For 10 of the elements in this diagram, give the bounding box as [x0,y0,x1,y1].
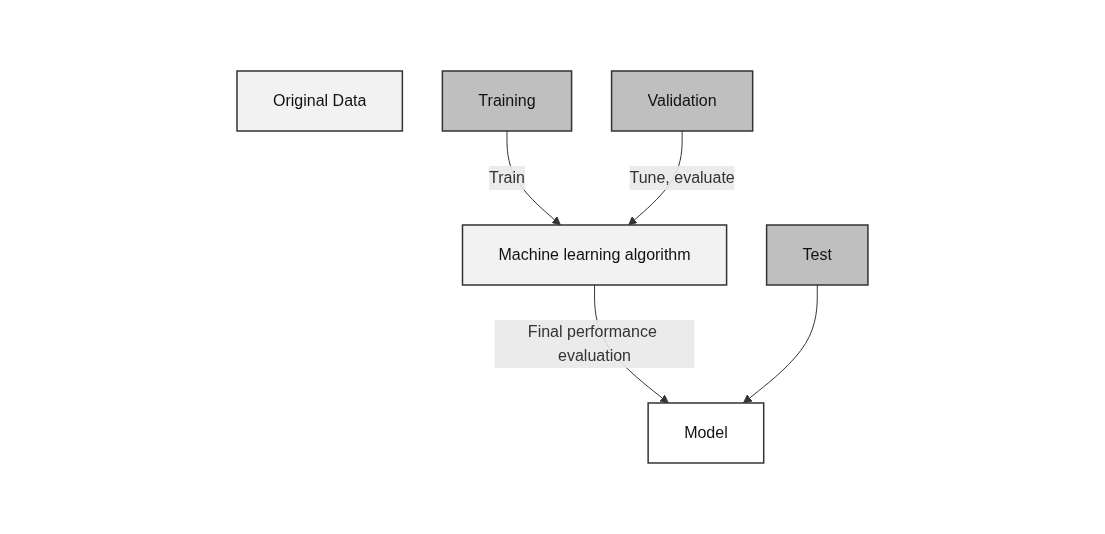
node-box: Original Data [236,70,404,132]
edge-label: Train [489,169,525,186]
arrow [743,284,818,404]
node-box: Validation [610,70,754,132]
edge-label: Tune, evaluate [629,169,735,186]
node-box: Training [441,70,573,132]
node-box: Model [647,402,765,464]
node-box: Machine learning algorithm [461,224,728,286]
node-box: Test [765,224,869,286]
edge-label: Final performance evaluation [527,322,657,364]
